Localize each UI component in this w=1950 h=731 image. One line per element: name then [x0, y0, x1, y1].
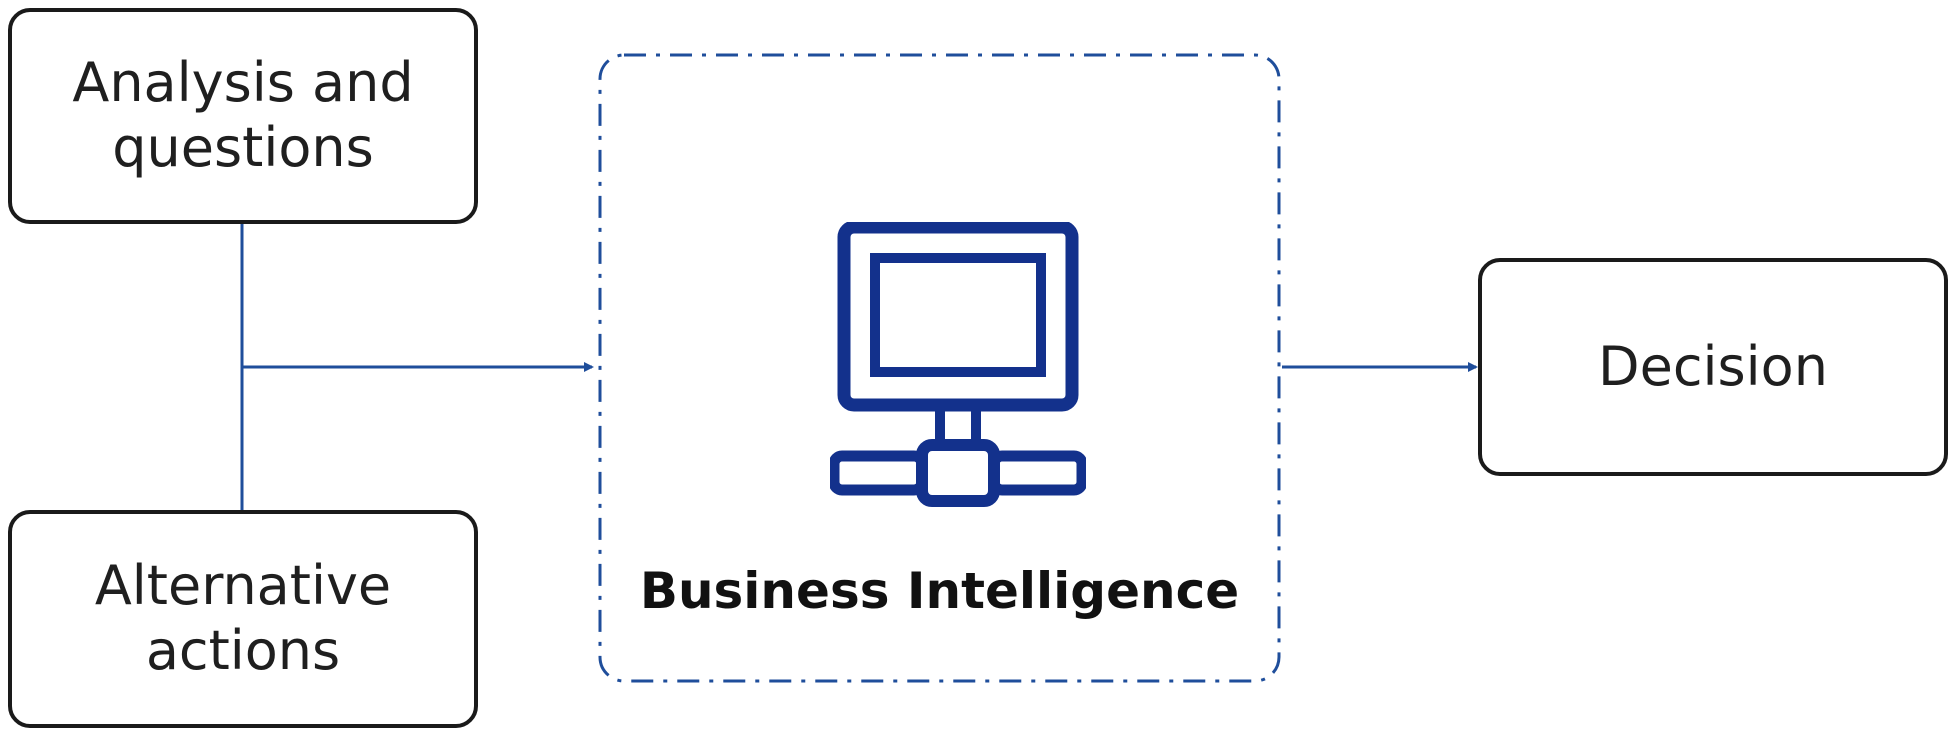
analysis-questions-label: Analysis and questions: [72, 51, 414, 179]
dashed-frame: [598, 53, 1281, 683]
business-intelligence-label: Business Intelligence: [639, 562, 1240, 620]
alternative-actions-label: Alternative actions: [94, 554, 392, 682]
decision-box: Decision: [1478, 258, 1948, 476]
business-intelligence-frame: Business Intelligence: [597, 52, 1282, 684]
decision-label: Decision: [1598, 334, 1828, 398]
analysis-questions-box: Analysis and questions: [8, 8, 478, 224]
computer-network-icon: [830, 222, 1086, 507]
alternative-actions-box: Alternative actions: [8, 510, 478, 728]
